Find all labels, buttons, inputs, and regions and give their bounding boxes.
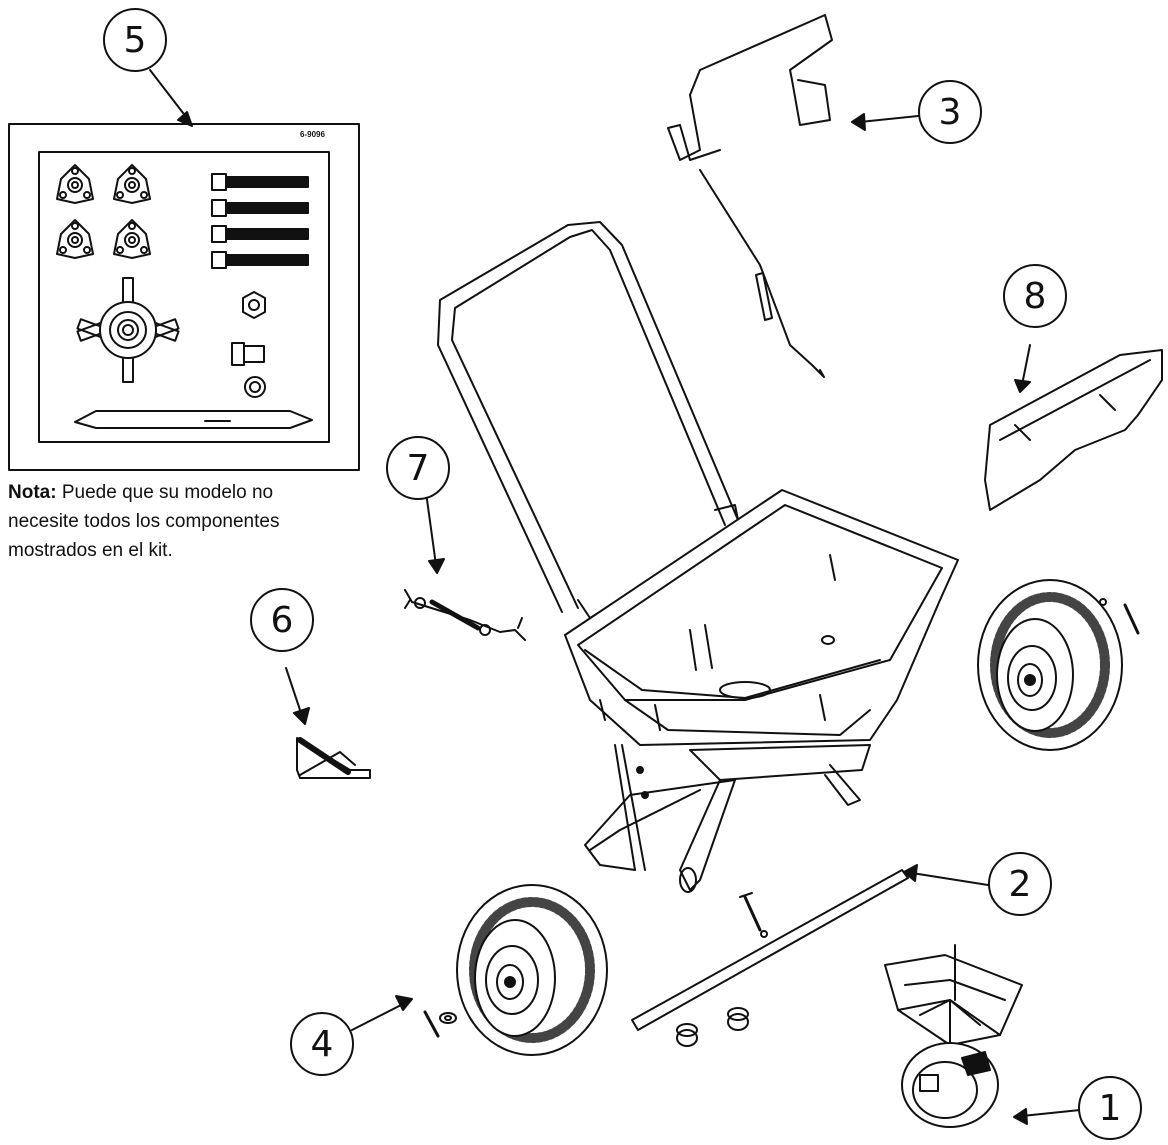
- wheel-left: [423, 884, 749, 1056]
- spring-rod: [404, 589, 526, 641]
- spreader-frame: [437, 221, 861, 893]
- bolt-icon: [211, 173, 309, 269]
- callout-8: 8: [1003, 264, 1067, 328]
- callout-7: 7: [386, 436, 450, 500]
- callout-3: 3: [918, 80, 982, 144]
- axle: [631, 869, 909, 1031]
- impeller-icon: [76, 277, 180, 383]
- bushing-icon: [231, 342, 265, 366]
- nut-icon: [242, 291, 266, 319]
- callout-6: 6: [250, 588, 314, 652]
- hopper: [564, 489, 959, 799]
- note-label: Nota:: [8, 482, 57, 503]
- clip-part: [296, 737, 371, 779]
- impeller-assembly: [884, 944, 1023, 1128]
- agitator-star-icon: [56, 164, 151, 259]
- callout-5: 5: [103, 8, 167, 72]
- kit-card: [8, 123, 360, 471]
- washer-icon: [244, 376, 266, 398]
- note-text: Puede que su modelo no necesite todos lo…: [8, 482, 280, 561]
- callout-2: 2: [988, 852, 1052, 916]
- callout-1: 1: [1078, 1076, 1142, 1140]
- callout-4: 4: [290, 1012, 354, 1076]
- control-rod: [667, 14, 833, 378]
- wheel-right: [977, 579, 1140, 751]
- deflector-part: [984, 349, 1163, 511]
- kit-code: 6-9096: [300, 130, 325, 139]
- spring-clip-icon: [74, 410, 313, 429]
- kit-note: Nota: Puede que su modelo no necesite to…: [8, 478, 338, 565]
